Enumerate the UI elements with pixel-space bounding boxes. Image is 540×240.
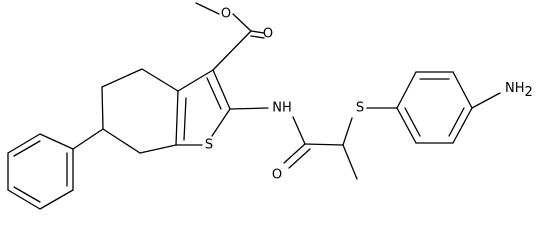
- bond-C3a-C4: [141, 68, 179, 92]
- bond-aryl-1: [396, 71, 417, 109]
- bond-NH-amideC: [292, 116, 306, 145]
- bond-phenyl-inner-b: [13, 186, 41, 203]
- bond-C3-C2: [212, 69, 231, 110]
- atom-label-layer: O O NH S O S NH2: [205, 7, 533, 183]
- atom-label-thiophene-sulfur: S: [205, 138, 213, 153]
- amine-subscript: 2: [525, 85, 533, 100]
- bond-C=O-ester-b: [250, 35, 265, 39]
- bond-amide-C=O-b: [288, 148, 311, 169]
- bond-aryl-4: [452, 107, 473, 144]
- amine-main-text: NH: [505, 81, 525, 96]
- atom-label-amine: NH2: [505, 81, 533, 100]
- bond-phenyl-1: [39, 133, 74, 150]
- atom-label-amide-nitrogen: NH: [272, 101, 292, 116]
- bond-C3-C2-inner: [206, 77, 222, 110]
- bond-C7a-C3a-inner: [183, 97, 187, 141]
- bond-aryl-6: [396, 107, 417, 144]
- bond-amide-C=O-a: [283, 143, 306, 164]
- bond-C7a-C3a: [175, 90, 179, 146]
- bond-amideC-CH: [304, 143, 344, 146]
- bond-carbonylC-C3: [212, 30, 252, 71]
- bond-phenyl-2: [7, 133, 41, 154]
- bond-C2-NH: [229, 107, 269, 110]
- chemical-structure-diagram: O O NH S O S NH2: [7, 2, 533, 210]
- bond-C7-C7a: [139, 144, 177, 154]
- atom-label-thioether-sulfur: S: [356, 101, 364, 116]
- atom-label-amide-oxygen: O: [272, 168, 282, 183]
- bond-aryl-inner-b: [448, 107, 465, 137]
- bond-phenyl-inner-a: [13, 140, 41, 157]
- bond-methyl-O: [195, 2, 220, 15]
- bond-O-carbonylC: [232, 13, 252, 32]
- bond-C=O-ester-a: [250, 30, 265, 34]
- atom-label-ester-oxygen: O: [221, 7, 231, 22]
- bond-C3-C3a: [177, 69, 214, 92]
- bond-C2-S: [211, 108, 231, 137]
- bond-aryl-NH2: [471, 92, 501, 109]
- bond-phenyl-4: [7, 189, 41, 210]
- bond-CH-S: [342, 117, 353, 146]
- bond-C6-C7: [102, 128, 141, 154]
- atom-label-ester-carbonyl-oxygen: O: [263, 27, 273, 42]
- bond-C5-C6: [101, 86, 104, 130]
- bond-aryl-3: [452, 71, 473, 109]
- bond-phenyl-5: [39, 189, 74, 210]
- bond-CH-methyl: [342, 144, 358, 180]
- bond-C4-C5: [101, 68, 143, 88]
- bond-layer: [7, 2, 501, 210]
- bond-aryl-inner-c: [404, 107, 421, 137]
- bond-C6-phenyl: [72, 128, 104, 150]
